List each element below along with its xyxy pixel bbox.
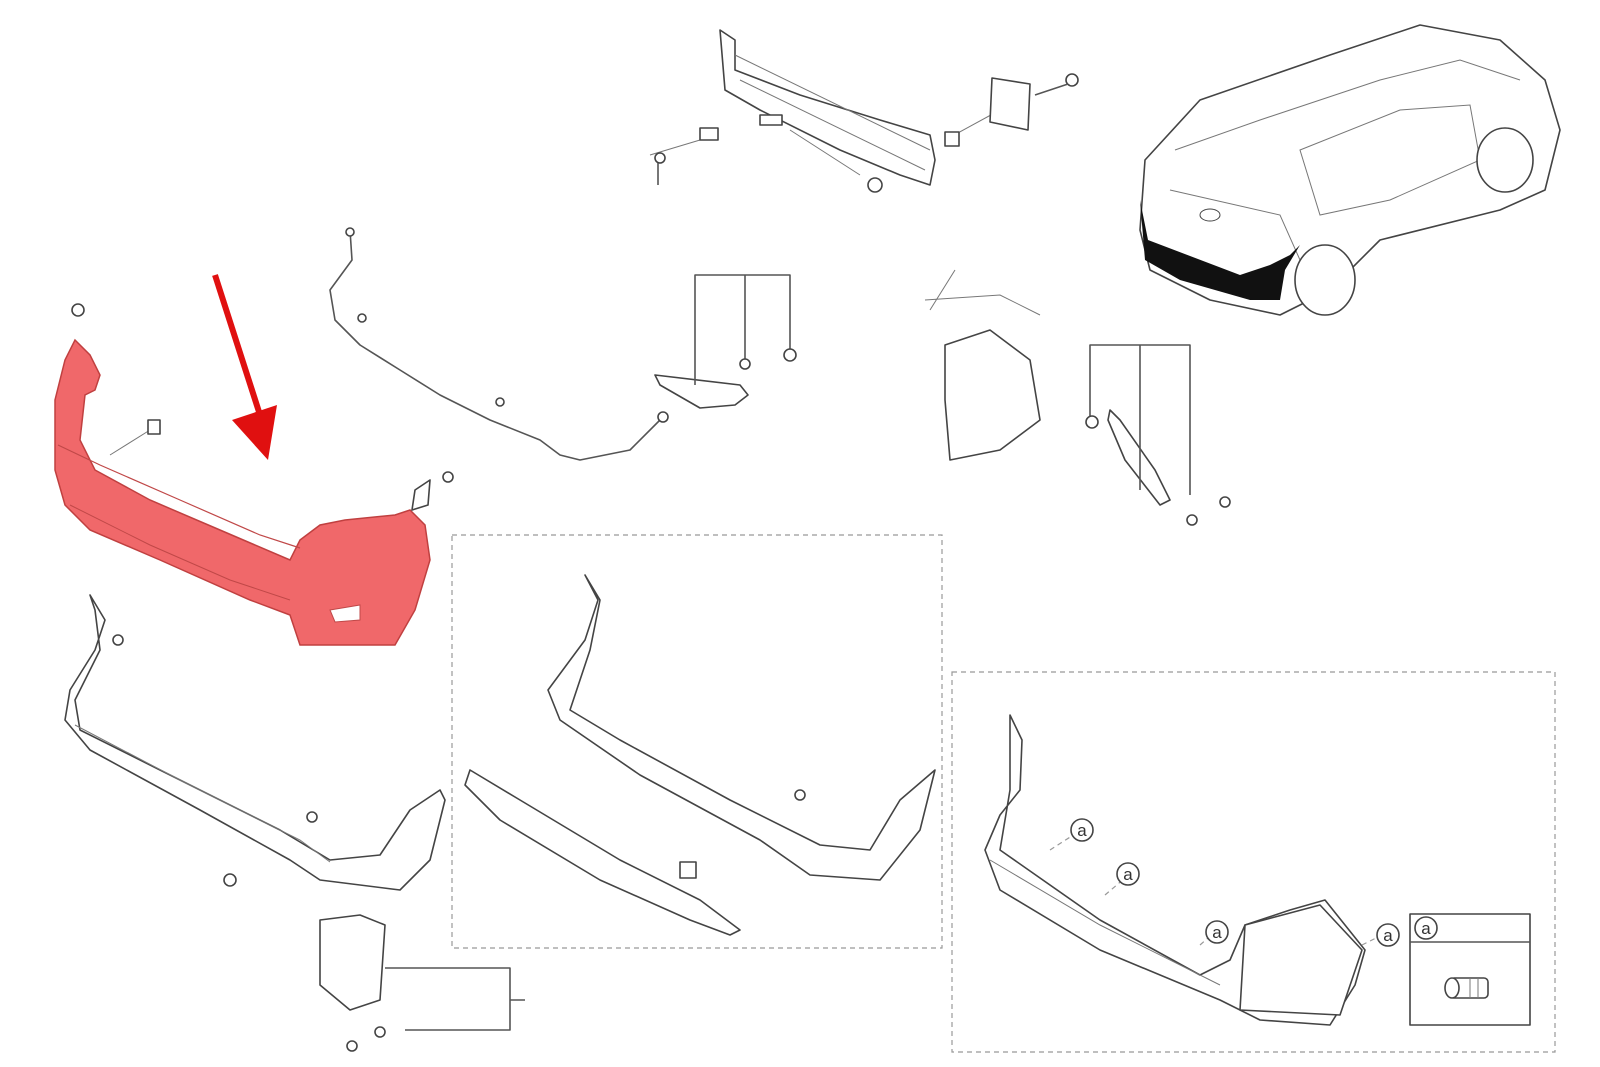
rear-bumper-variant-1 [64,594,525,1052]
alt-bumper-group-box [451,534,943,949]
rear-bumper-cover-highlighted [54,303,454,646]
vehicle-thumbnail [1139,24,1561,316]
side-bracket [924,269,1231,526]
sensor-bumper-group-box [951,671,1556,1053]
callout-a-2: a [1104,862,1140,896]
legend-box: a [1409,913,1531,1026]
svg-text:a: a [1077,821,1087,840]
svg-text:a: a [1421,919,1431,938]
sensor-wiring-harness [329,227,669,461]
svg-text:a: a [1383,926,1393,945]
parking-sensor-icon [1444,977,1489,999]
svg-text:a: a [1123,865,1133,884]
callout-a-3: a [1199,920,1229,946]
rear-bumper-variant-2 [464,574,936,936]
rear-bumper-with-sensors [984,714,1366,1026]
highlight-arrow [212,274,277,460]
callout-a-1: a [1049,818,1094,851]
svg-text:a: a [1212,923,1222,942]
rear-reflector [654,274,797,409]
bumper-beam [649,29,1079,193]
callout-a-4: a [1361,923,1400,947]
